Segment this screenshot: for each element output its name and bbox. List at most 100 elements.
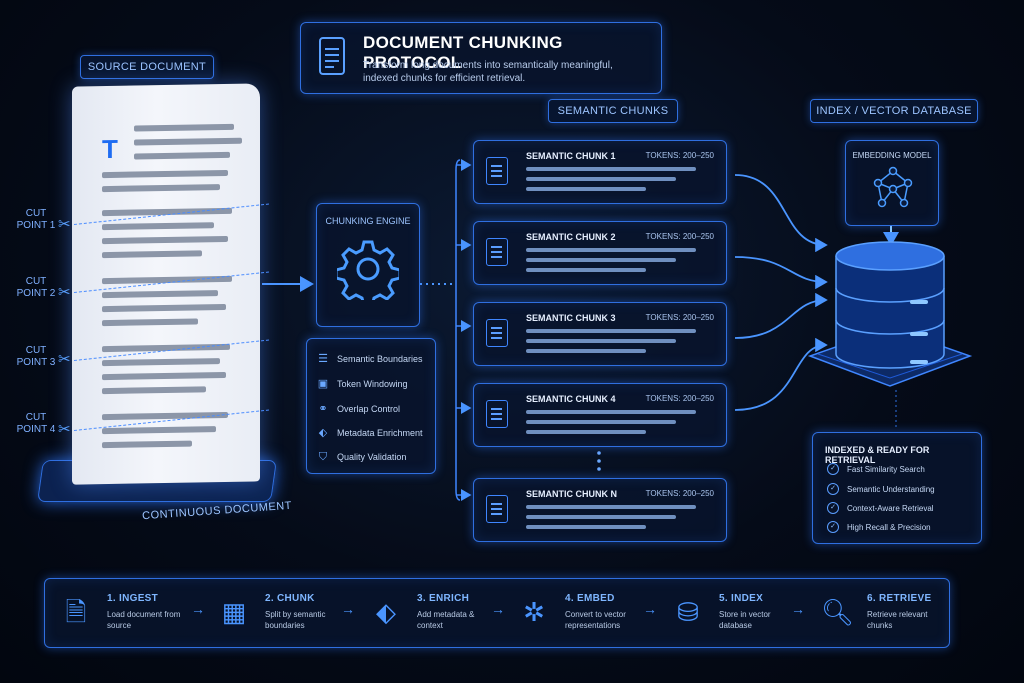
- step-description: Convert to vector representations: [565, 610, 626, 630]
- index-ready-title: INDEXED & READY FOR RETRIEVAL: [825, 445, 930, 465]
- document-icon: 🗎: [65, 597, 87, 627]
- feature-item: ⬖ Metadata Enrichment: [317, 427, 423, 439]
- check-icon: ✓: [827, 521, 839, 533]
- feature-label: Token Windowing: [337, 379, 408, 389]
- check-icon: ✓: [827, 502, 839, 514]
- document-initial: T: [102, 133, 118, 165]
- tag-icon: ⬖: [318, 427, 328, 439]
- semantic-chunk-card: SEMANTIC CHUNK 4 TOKENS: 200–250: [473, 383, 727, 447]
- index-feature-label: Context-Aware Retrieval: [847, 503, 934, 513]
- index-feature: ✓ High Recall & Precision: [827, 521, 931, 533]
- list-icon: ☰: [318, 353, 328, 365]
- chunk-tokens: TOKENS: 200–250: [645, 489, 714, 498]
- overlap-icon: ⚭: [318, 403, 328, 415]
- index-ready-panel: INDEXED & READY FOR RETRIEVAL ✓ Fast Simi…: [812, 432, 982, 544]
- embedding-model-label: EMBEDDING MODEL: [852, 151, 932, 160]
- chunking-engine-panel: CHUNKING ENGINE: [316, 203, 420, 327]
- step-title: 3. ENRICH: [417, 593, 470, 604]
- document-icon: [319, 37, 345, 75]
- arrow-right-icon: →: [191, 601, 205, 617]
- index-feature: ✓ Fast Similarity Search: [827, 463, 925, 475]
- source-document-tag: SOURCE DOCUMENT: [80, 55, 214, 79]
- title-panel: DOCUMENT CHUNKING PROTOCOL Transform lon…: [300, 22, 662, 94]
- index-vector-db-tag: INDEX / VECTOR DATABASE: [810, 99, 978, 123]
- chunk-document-icon: [486, 157, 508, 185]
- semantic-chunks-tag: SEMANTIC CHUNKS: [548, 99, 678, 123]
- feature-item: ⚭ Overlap Control: [317, 403, 400, 415]
- feature-label: Quality Validation: [337, 452, 407, 462]
- pipeline-step-enrich: ⬖ 3. ENRICH Add metadata & context: [355, 579, 503, 647]
- shield-check-icon: ⛉: [318, 451, 328, 463]
- cut-point-label: CUT POINT 1: [16, 208, 56, 231]
- cut-point-label: CUT POINT 3: [16, 345, 56, 368]
- chunk-document-icon: [486, 495, 508, 523]
- chunk-name: SEMANTIC CHUNK 2: [526, 232, 616, 242]
- step-title: 5. INDEX: [719, 593, 764, 604]
- scissors-icon: ✂: [58, 421, 71, 438]
- pipeline-step-embed: ✲ 4. EMBED Convert to vector representat…: [503, 579, 651, 647]
- feature-label: Overlap Control: [337, 404, 401, 414]
- semantic-chunk-card: SEMANTIC CHUNK 3 TOKENS: 200–250: [473, 302, 727, 366]
- step-description: Add metadata & context: [417, 610, 475, 630]
- step-title: 4. EMBED: [565, 593, 615, 604]
- chunk-tokens: TOKENS: 200–250: [645, 313, 714, 322]
- embedding-model-panel: EMBEDDING MODEL: [845, 140, 939, 226]
- pipeline-step-ingest: 🗎 1. INGEST Load document from source: [45, 579, 193, 647]
- chunk-tokens: TOKENS: 200–250: [645, 394, 714, 403]
- step-description: Store in vector database: [719, 610, 771, 630]
- scissors-icon: ✂: [58, 284, 71, 301]
- chunk-name: SEMANTIC CHUNK N: [526, 489, 617, 499]
- chunk-document-icon: [486, 319, 508, 347]
- chunking-engine-label: CHUNKING ENGINE: [325, 216, 411, 226]
- chunk-tokens: TOKENS: 200–250: [645, 151, 714, 160]
- arrow-right-icon: →: [341, 601, 355, 617]
- index-feature-label: High Recall & Precision: [847, 522, 931, 532]
- feature-item: ⛉ Quality Validation: [317, 451, 407, 463]
- network-icon: [873, 166, 913, 208]
- step-title: 1. INGEST: [107, 593, 159, 604]
- page-title: DOCUMENT CHUNKING PROTOCOL: [363, 33, 563, 72]
- feature-label: Semantic Boundaries: [337, 354, 423, 364]
- window-icon: ▣: [317, 378, 329, 390]
- pipeline-step-retrieve: 🔍︎ 6. RETRIEVE Retrieve relevant chunks: [805, 579, 953, 647]
- pipeline-steps-panel: 🗎 1. INGEST Load document from source → …: [44, 578, 950, 648]
- engine-features-panel: ☰ Semantic Boundaries ▣ Token Windowing …: [306, 338, 436, 474]
- scissors-icon: ✂: [58, 351, 71, 368]
- feature-label: Metadata Enrichment: [337, 428, 423, 438]
- chunk-document-icon: [486, 400, 508, 428]
- chunk-bracket: [455, 159, 461, 501]
- tag-icon: ⬖: [376, 597, 396, 627]
- step-title: 6. RETRIEVE: [867, 593, 932, 604]
- arrow-right-icon: →: [491, 601, 505, 617]
- cut-point-label: CUT POINT 2: [16, 276, 56, 299]
- chunk-name: SEMANTIC CHUNK 4: [526, 394, 616, 404]
- chunk-tokens: TOKENS: 200–250: [645, 232, 714, 241]
- index-feature-label: Semantic Understanding: [847, 484, 935, 494]
- step-title: 2. CHUNK: [265, 593, 315, 604]
- cut-point-label: CUT POINT 4: [16, 412, 56, 435]
- split-icon: ▦: [221, 597, 247, 627]
- index-feature: ✓Semantic Understanding: [827, 483, 935, 495]
- pipeline-step-index: ⛁ 5. INDEX Store in vector database: [657, 579, 805, 647]
- chunk-name: SEMANTIC CHUNK 1: [526, 151, 616, 161]
- semantic-chunk-card: SEMANTIC CHUNK 1 TOKENS: 200–250: [473, 140, 727, 204]
- database-icon: ⛁: [677, 597, 699, 627]
- vector-database-icon: [807, 241, 973, 387]
- magnifier-icon: 🔍︎: [821, 597, 855, 627]
- gear-icon: [337, 240, 399, 300]
- scissors-icon: ✂: [58, 216, 71, 233]
- step-description: Load document from source: [107, 610, 181, 630]
- network-icon: ✲: [523, 597, 545, 627]
- feature-item: ☰ Semantic Boundaries: [317, 353, 423, 365]
- source-document: T: [72, 83, 260, 485]
- check-icon: ✓: [827, 463, 839, 475]
- step-description: Split by semantic boundaries: [265, 610, 326, 630]
- chunk-document-icon: [486, 238, 508, 266]
- index-feature-label: Fast Similarity Search: [847, 464, 925, 474]
- semantic-chunk-card: SEMANTIC CHUNK 2 TOKENS: 200–250: [473, 221, 727, 285]
- arrow-right-icon: →: [791, 601, 805, 617]
- arrow-right-icon: →: [643, 601, 657, 617]
- page-subtitle: Transform long documents into semantical…: [363, 60, 613, 84]
- semantic-chunk-card: SEMANTIC CHUNK N TOKENS: 200–250: [473, 478, 727, 542]
